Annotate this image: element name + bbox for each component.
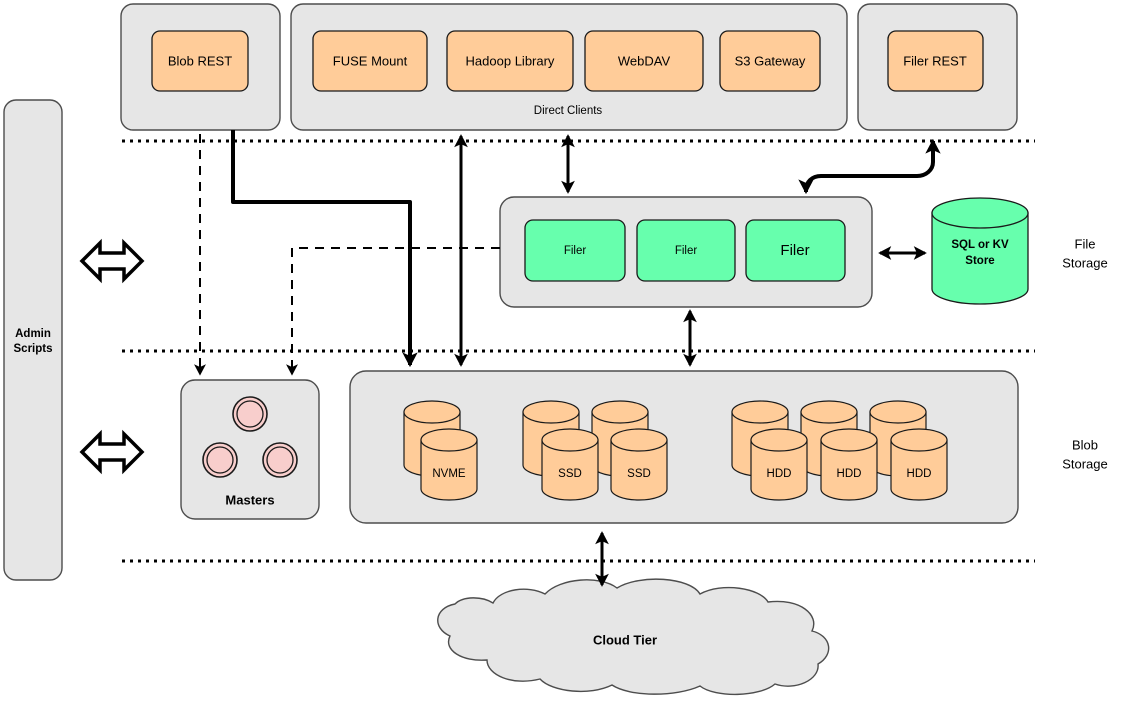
hdd-group[interactable]: [731, 400, 948, 501]
hdd-group-label-c: HDD: [907, 468, 932, 480]
node-sql-or-kv-store-label-line2: Store: [965, 255, 994, 267]
tier-label-file-storage-line1: File: [1075, 236, 1096, 251]
masters-label: Masters: [225, 492, 274, 507]
node-filer-rest-label: Filer REST: [903, 53, 967, 68]
node-filer-rest[interactable]: [887, 30, 984, 92]
node-hadoop-library-label: Hadoop Library: [466, 53, 555, 68]
nvme-group[interactable]: [403, 400, 478, 501]
admin-scripts-label-line1: Admin: [15, 328, 51, 340]
node-blob-rest-label: Blob REST: [168, 53, 232, 68]
hdd-group-label-a: HDD: [767, 468, 792, 480]
node-filer-1[interactable]: [524, 219, 626, 282]
ssd-group[interactable]: [522, 400, 668, 501]
direct-clients-caption: Direct Clients: [534, 105, 603, 117]
hdd-group-label-b: HDD: [837, 468, 862, 480]
node-s3-gateway[interactable]: [719, 30, 821, 92]
admin-filer-bidirectional-arrow: [79, 238, 145, 284]
tier-label-blob-storage-line1: Blob: [1072, 437, 1098, 452]
cloud-tier-label: Cloud Tier: [593, 632, 657, 647]
admin-scripts-label-line2: Scripts: [14, 343, 53, 355]
filer-rest-to-filer-connector: [798, 138, 941, 195]
node-filer-3[interactable]: [745, 219, 846, 282]
masters-node-3[interactable]: [262, 442, 298, 478]
node-sql-or-kv-store-label-line1: SQL or KV: [951, 239, 1009, 251]
node-filer-2-label: Filer: [675, 245, 698, 257]
node-webdav[interactable]: [584, 30, 704, 92]
ssd-group-label-a: SSD: [558, 468, 582, 480]
ssd-group-label-b: SSD: [627, 468, 651, 480]
masters-node-2[interactable]: [202, 442, 238, 478]
admin-masters-bidirectional-arrow: [79, 429, 145, 475]
node-hadoop-library[interactable]: [446, 30, 574, 92]
nvme-group-label: NVME: [432, 468, 466, 480]
blob-rest-to-volumes-connector: [231, 130, 418, 368]
tier-label-file-storage-line2: Storage: [1062, 255, 1108, 270]
node-s3-gateway-label: S3 Gateway: [735, 53, 806, 68]
cloud-tier-shape[interactable]: [437, 578, 830, 696]
node-sql-or-kv-store[interactable]: [931, 197, 1029, 305]
node-fuse-mount-label: FUSE Mount: [333, 53, 408, 68]
node-blob-rest[interactable]: [151, 30, 249, 92]
node-filer-3-label: Filer: [780, 242, 809, 259]
node-fuse-mount[interactable]: [312, 30, 428, 92]
admin-scripts-panel[interactable]: [3, 99, 63, 581]
tier-label-blob-storage-line2: Storage: [1062, 456, 1108, 471]
node-webdav-label: WebDAV: [618, 53, 671, 68]
node-filer-2[interactable]: [636, 219, 736, 282]
masters-panel: [180, 379, 320, 520]
filer-to-masters-dashed: [286, 247, 500, 376]
node-filer-1-label: Filer: [564, 245, 587, 257]
masters-node-1[interactable]: [232, 396, 268, 432]
